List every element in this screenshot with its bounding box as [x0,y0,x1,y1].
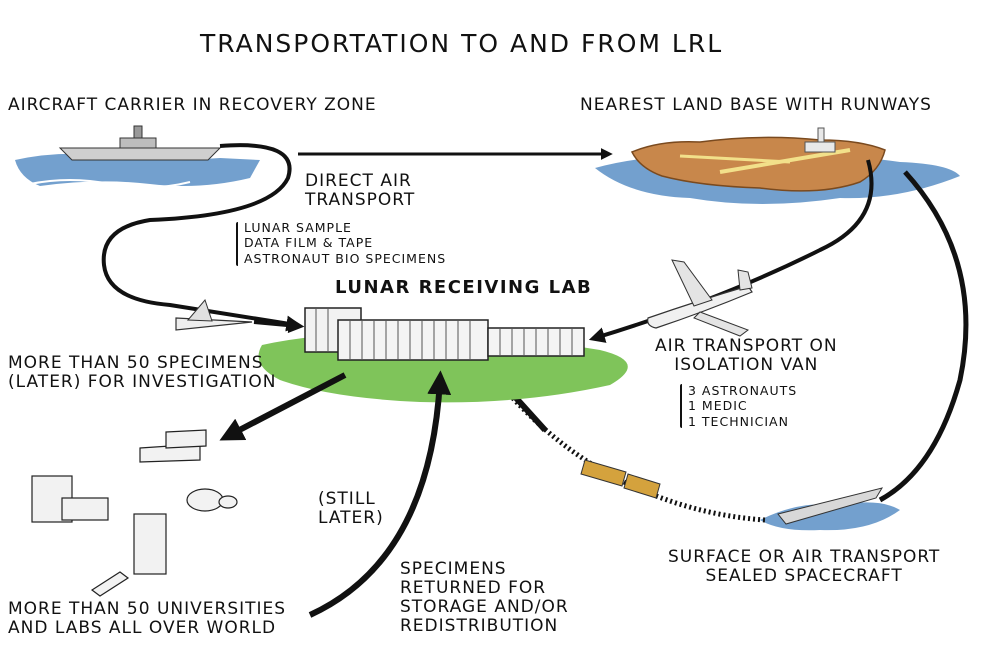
arrow-return-to-lab [308,370,452,618]
diagram-title: TRANSPORTATION TO AND FROM LRL [200,29,724,58]
arrow-carrier-to-lab [101,143,303,332]
direct-air-line-2: TRANSPORT [305,190,416,211]
returned-line-3: STORAGE AND/OR [400,597,569,618]
still-later-line-1: (STILL [318,489,376,509]
passenger-item: 3 ASTRONAUTS [688,383,798,398]
airliner-icon [647,259,753,337]
island-icon [630,127,886,192]
cargo-item: LUNAR SAMPLE [244,220,352,235]
investigation-line-1: MORE THAN 50 SPECIMENS [8,353,264,373]
lunar-receiving-lab-building [304,307,585,361]
universities-line-1: MORE THAN 50 UNIVERSITIES [8,599,287,619]
lab-label: LUNAR RECEIVING LAB [335,277,593,298]
cargo-item: ASTRONAUT BIO SPECIMENS [244,250,447,266]
land-base-label: NEAREST LAND BASE WITH RUNWAYS [580,95,932,115]
carrier-label: AIRCRAFT CARRIER IN RECOVERY ZONE [8,95,377,115]
universities-label: MORE THAN 50 UNIVERSITIES AND LABS ALL O… [8,599,287,639]
direct-air-line-1: DIRECT AIR [305,171,412,191]
air-transport-line-1: AIR TRANSPORT ON [655,336,838,356]
jet-plane-icon [175,299,253,331]
train-icon [580,459,661,499]
returned-line-1: SPECIMENS [400,559,507,579]
arrow-base-to-spacecraft [878,170,969,503]
investigation-buildings-icon [31,429,238,597]
passenger-list: 3 ASTRONAUTS 1 MEDIC 1 TECHNICIAN [688,383,797,429]
investigation-label: MORE THAN 50 SPECIMENS (LATER) FOR INVES… [8,353,277,393]
investigation-line-2: (LATER) FOR INVESTIGATION [8,372,277,393]
spacecraft-line-2: SEALED SPACECRAFT [705,566,903,587]
spacecraft-label: SURFACE OR AIR TRANSPORT SEALED SPACECRA… [668,547,941,587]
still-later-line-2: LATER) [318,508,384,529]
passengers-bracket [680,384,682,428]
cargo-bracket [236,222,238,266]
passenger-item: 1 TECHNICIAN [688,413,789,429]
passenger-item: 1 MEDIC [688,398,748,414]
air-transport-line-2: ISOLATION VAN [674,355,819,376]
cargo-item: DATA FILM & TAPE [244,235,374,251]
universities-line-2: AND LABS ALL OVER WORLD [8,618,277,639]
aircraft-carrier-icon [58,125,222,161]
spacecraft-ship-icon [777,487,884,525]
cargo-list: LUNAR SAMPLE DATA FILM & TAPE ASTRONAUT … [244,220,446,266]
returned-line-2: RETURNED FOR [400,578,547,599]
returned-line-4: REDISTRIBUTION [400,616,559,637]
still-later-label: (STILL LATER) [318,489,384,529]
returned-label: SPECIMENS RETURNED FOR STORAGE AND/OR RE… [400,559,569,637]
arrow-jet-to-lab [253,317,305,334]
direct-air-label: DIRECT AIR TRANSPORT [305,171,416,211]
spacecraft-line-1: SURFACE OR AIR TRANSPORT [668,547,941,567]
arrow-lab-to-investigation [219,372,347,441]
carrier-water [15,153,260,189]
air-transport-van-label: AIR TRANSPORT ON ISOLATION VAN [655,336,838,376]
